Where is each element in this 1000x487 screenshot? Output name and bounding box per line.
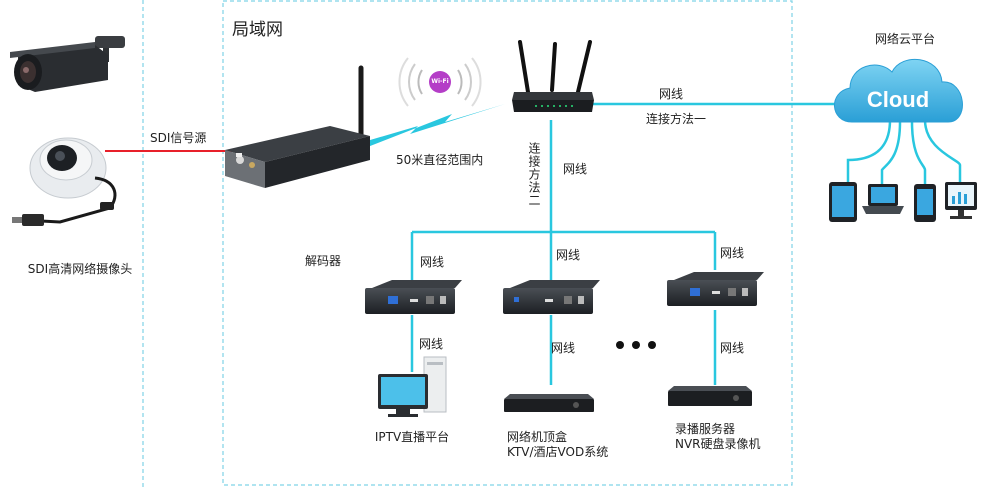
method-one-cable-label: 网线 (659, 87, 684, 101)
set-top-box-label-line2: KTV/酒店VOD系统 (507, 445, 609, 459)
cloud-word: Cloud (866, 87, 930, 112)
encoder-device-icon (225, 65, 370, 188)
decoder-label: 解码器 (305, 254, 342, 268)
tablet-icon (829, 182, 857, 222)
cable-label-decoder-2-bottom: 网线 (551, 341, 576, 355)
cable-label-decoder-3-bottom: 网线 (720, 341, 745, 355)
decoder-icon-3 (667, 272, 764, 306)
set-top-box-icon (504, 394, 594, 412)
wifi-signal-icon (398, 57, 482, 107)
range-label: 50米直径范围内 (396, 153, 484, 167)
smartphone-icon (914, 184, 936, 222)
nvr-label-line2: NVR硬盘录像机 (675, 437, 761, 451)
method-one-label: 连接方法一 (646, 112, 707, 126)
dome-camera-icon (12, 137, 117, 226)
cable-label-decoder-2-top: 网线 (556, 248, 581, 262)
more-devices-ellipsis (616, 341, 656, 349)
cloud-platform-label: 网络云平台 (874, 32, 936, 46)
network-cables (410, 102, 962, 385)
set-top-box-label-line1: 网络机顶盒 (507, 430, 568, 444)
cloud-icon (834, 58, 963, 123)
decoder-icon-2 (503, 280, 600, 314)
cable-label-decoder-3-top: 网线 (720, 246, 745, 260)
sdi-signal-label: SDI信号源 (150, 131, 207, 145)
cable-label-decoder-1-bottom: 网线 (419, 337, 444, 351)
bullet-camera-icon (10, 36, 125, 92)
desktop-pc-icon (378, 356, 447, 417)
lan-zone-border (222, 0, 793, 486)
monitor-icon (945, 182, 977, 219)
wifi-badge-label: Wi-Fi (431, 78, 449, 85)
laptop-icon (862, 184, 904, 214)
decoder-icon-1 (365, 280, 462, 314)
method-two-label: 连接方法二 (527, 142, 541, 207)
router-icon (512, 40, 594, 112)
cable-label-decoder-1-top: 网线 (420, 255, 445, 269)
camera-caption: SDI高清网络摄像头 (27, 262, 133, 276)
lan-title: 局域网 (232, 20, 283, 40)
nvr-label-line1: 录播服务器 (675, 422, 736, 436)
iptv-platform-label: IPTV直播平台 (374, 430, 450, 444)
wireless-link (360, 104, 505, 148)
method-two-cable-label: 网线 (563, 162, 588, 176)
nvr-recorder-icon (668, 386, 752, 406)
